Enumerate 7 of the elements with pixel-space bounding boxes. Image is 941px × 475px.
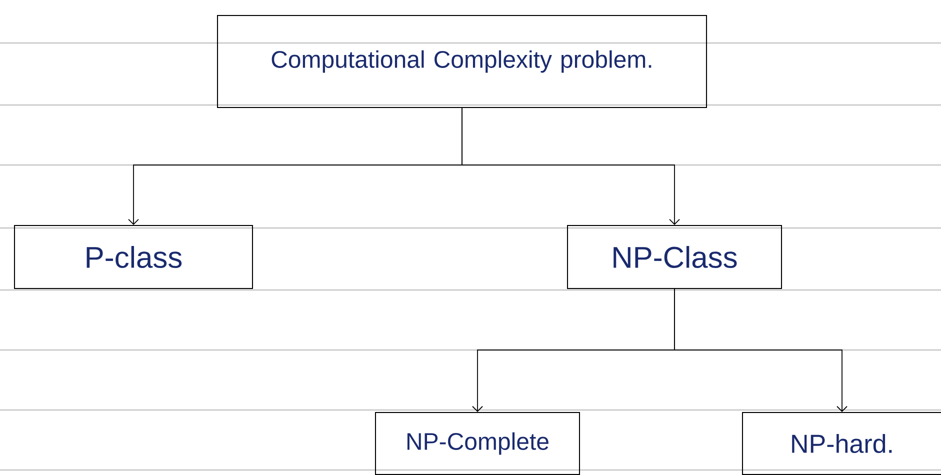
process-box: NP-Class [567,225,782,289]
process-box: Computational Complexity problem. [217,15,707,108]
process-box: NP-Complete [375,412,580,475]
process-box: P-class [14,225,253,289]
arrow [462,108,680,225]
arrow [674,288,848,412]
process-box: NP-hard. [742,412,941,475]
